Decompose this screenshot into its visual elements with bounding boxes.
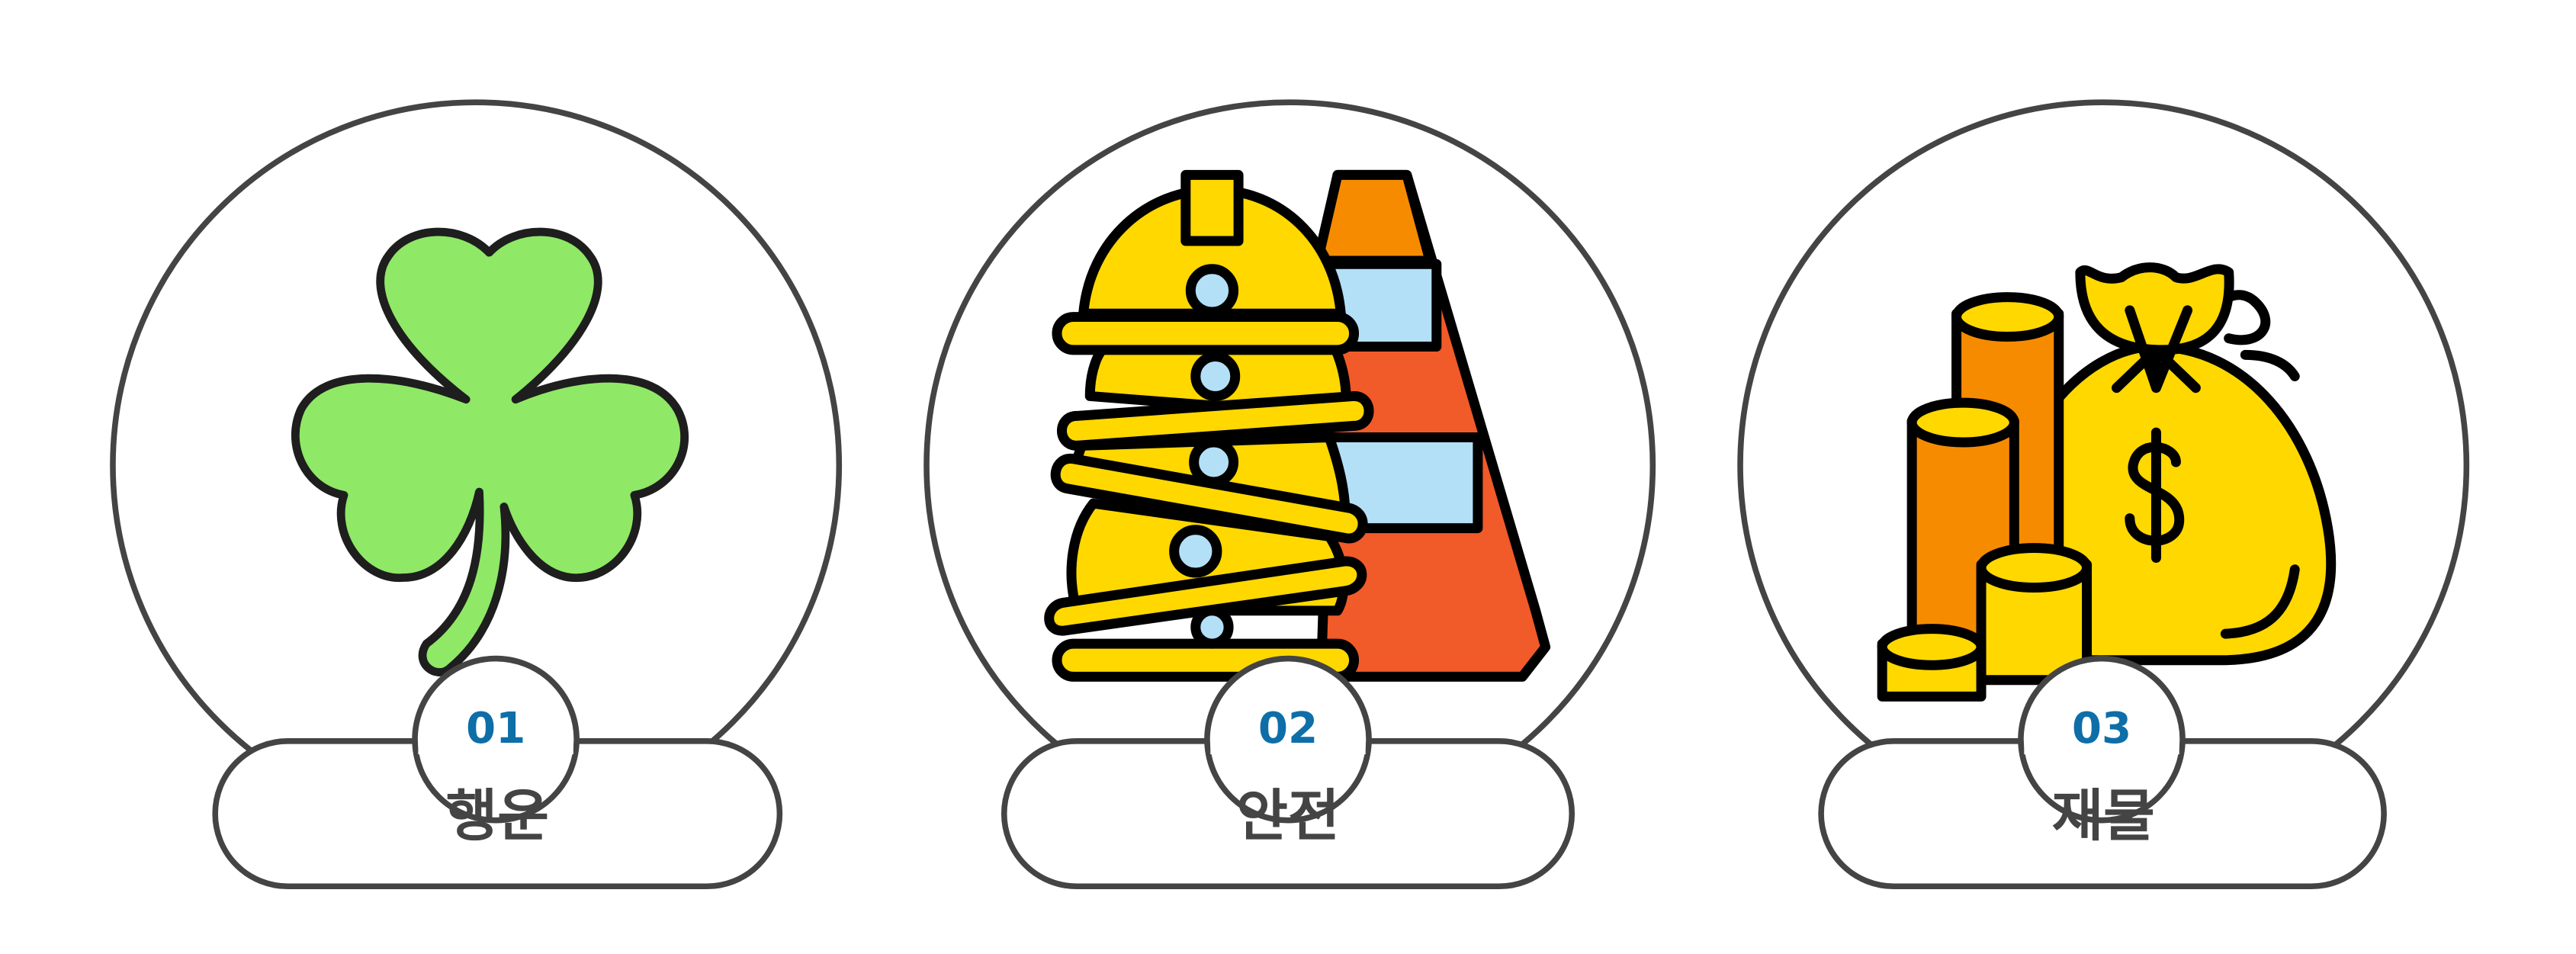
money-bag-coins-icon xyxy=(1877,262,2337,702)
clover-icon xyxy=(291,227,689,676)
card-label: 재물 xyxy=(2051,784,2154,849)
card-number: 02 xyxy=(1258,704,1318,753)
card-label: 행운 xyxy=(446,784,549,849)
safety-helmet-cone-icon xyxy=(1044,169,1551,682)
card-luck: 01 행운 xyxy=(110,99,843,890)
card-safety: 02 안전 xyxy=(923,99,1656,890)
card-number: 03 xyxy=(2072,704,2131,753)
card-wealth: 03 재물 xyxy=(1737,99,2470,890)
card-number: 01 xyxy=(466,704,525,753)
card-label: 안전 xyxy=(1236,784,1339,849)
